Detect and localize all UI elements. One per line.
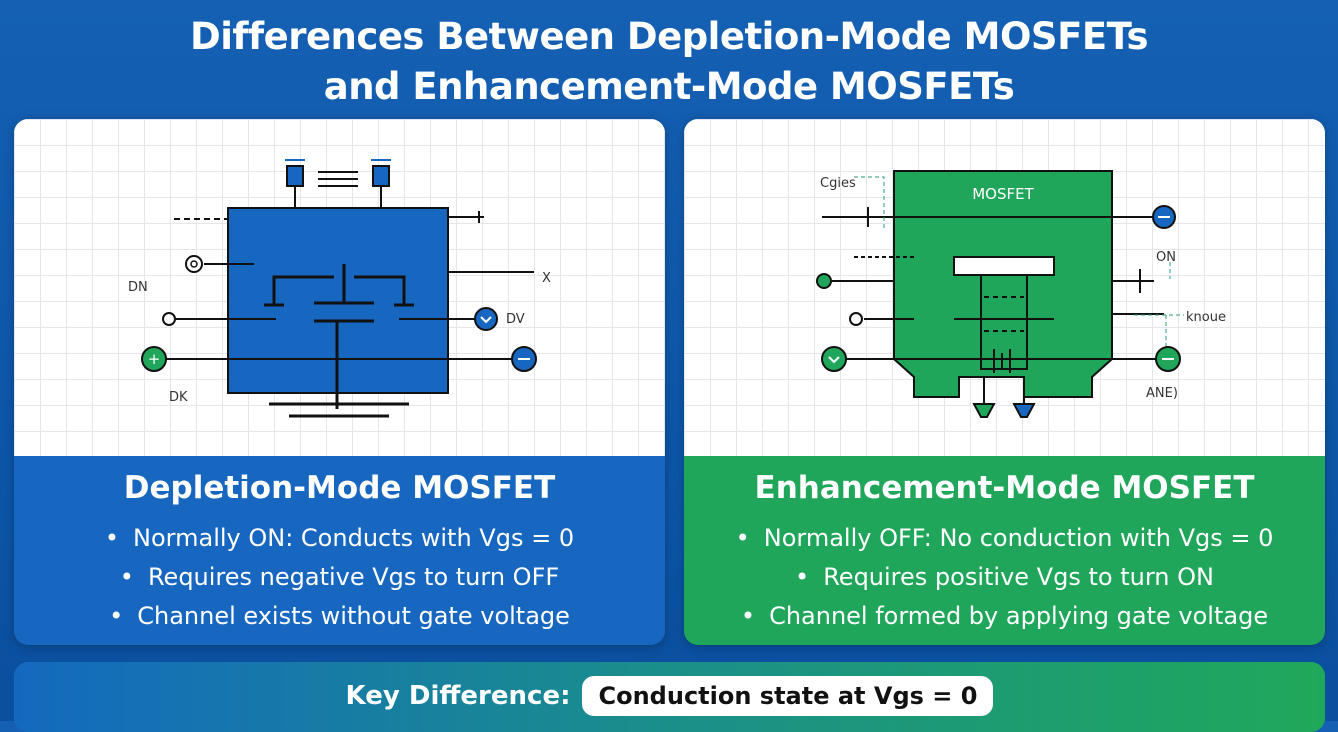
label-knoue: knoue bbox=[1186, 310, 1226, 325]
list-item: •Normally ON: Conducts with Vgs = 0 bbox=[14, 519, 665, 558]
terminal-bar bbox=[371, 159, 391, 161]
depletion-heading: Depletion-Mode MOSFET bbox=[123, 470, 556, 506]
depletion-panel: + DN DK DV X Depletion-Mode MOSFET •Norm… bbox=[14, 119, 665, 645]
depletion-bullets: •Normally ON: Conducts with Vgs = 0 •Req… bbox=[14, 519, 665, 636]
enhancement-panel: MOSFET Cgies ON knoue ANE) Enhancement-M… bbox=[684, 119, 1325, 645]
depletion-circuit-svg: + DN DK DV X bbox=[128, 159, 551, 418]
bullet-dot-icon: • bbox=[109, 602, 124, 630]
side-wires bbox=[822, 207, 1164, 404]
drain-terminal bbox=[372, 165, 390, 187]
chevron-down-icon bbox=[474, 307, 498, 331]
list-item: •Requires positive Vgs to turn ON bbox=[684, 558, 1325, 597]
channel-structure bbox=[264, 264, 414, 418]
label-on: ON bbox=[1156, 250, 1176, 265]
label-x: X bbox=[542, 271, 551, 286]
chevron-down-icon bbox=[821, 346, 847, 372]
bullet-dot-icon: • bbox=[119, 563, 134, 591]
bullet-dot-icon: • bbox=[795, 563, 810, 591]
key-difference-value: Conduction state at Vgs = 0 bbox=[582, 676, 994, 716]
label-cgies: Cgies bbox=[820, 176, 856, 191]
inner-lines bbox=[954, 296, 1054, 373]
svg-text:+: + bbox=[148, 350, 161, 368]
gate-terminal bbox=[286, 165, 304, 187]
key-difference-bar: Key Difference: Conduction state at Vgs … bbox=[14, 662, 1325, 732]
drain-pin bbox=[1012, 403, 1036, 418]
enhancement-heading: Enhancement-Mode MOSFET bbox=[754, 470, 1255, 506]
bullet-dot-icon: • bbox=[104, 524, 120, 552]
positive-terminal-icon bbox=[141, 346, 167, 372]
title-line-1: Differences Between Depletion-Mode MOSFE… bbox=[190, 15, 1148, 58]
label-mosfet: MOSFET bbox=[972, 185, 1034, 203]
bullet-dot-icon: • bbox=[740, 602, 756, 630]
list-item: •Requires negative Vgs to turn OFF bbox=[14, 558, 665, 597]
enhancement-bullets: •Normally OFF: No conduction with Vgs = … bbox=[684, 519, 1325, 636]
gate-stem bbox=[980, 274, 1028, 370]
enhancement-circuit-svg: MOSFET Cgies ON knoue ANE) bbox=[816, 170, 1226, 418]
label-on: DN bbox=[128, 280, 148, 295]
gate-bar bbox=[953, 256, 1055, 276]
positive-terminal-icon bbox=[816, 273, 832, 289]
list-item: •Channel exists without gate voltage bbox=[14, 597, 665, 636]
label-ane: ANE) bbox=[1146, 386, 1178, 401]
depletion-diagram: + DN DK DV X bbox=[14, 119, 665, 456]
source-pin bbox=[972, 403, 996, 418]
enhancement-diagram: MOSFET Cgies ON knoue ANE) bbox=[684, 119, 1325, 456]
label-dk: DK bbox=[169, 390, 188, 405]
list-item: •Normally OFF: No conduction with Vgs = … bbox=[684, 519, 1325, 558]
key-difference-label: Key Difference: bbox=[345, 681, 571, 711]
side-wires bbox=[164, 211, 534, 360]
title-line-2: and Enhancement-Mode MOSFETs bbox=[323, 65, 1015, 108]
small-terminal-icon bbox=[162, 312, 176, 326]
small-terminal-icon bbox=[849, 312, 863, 326]
label-dv: DV bbox=[506, 312, 525, 327]
bullet-dot-icon: • bbox=[735, 524, 750, 552]
list-item: •Channel formed by applying gate voltage bbox=[684, 597, 1325, 636]
page-title: Differences Between Depletion-Mode MOSFE… bbox=[0, 12, 1338, 112]
terminal-bar bbox=[285, 159, 305, 161]
